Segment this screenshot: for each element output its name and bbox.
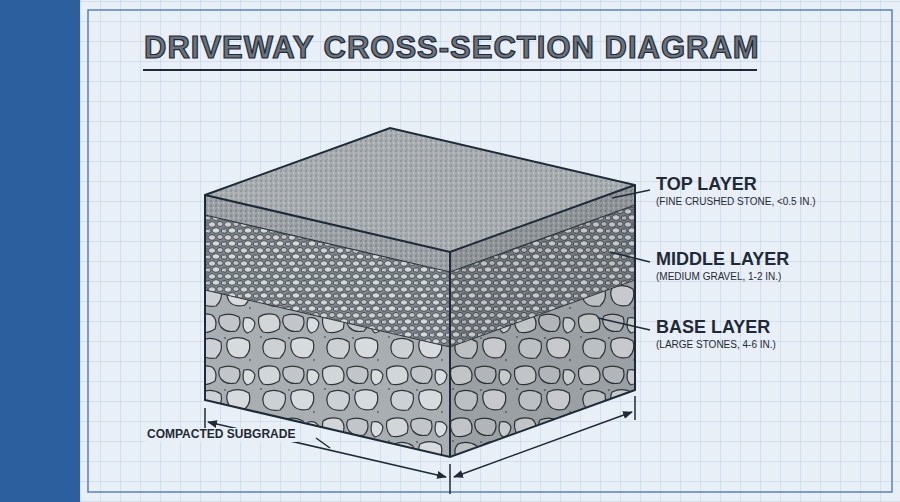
diagram-title: DRIVEWAY CROSS-SECTION DIAGRAM xyxy=(144,30,760,66)
dimension-tick xyxy=(634,396,636,420)
block-outline xyxy=(205,128,635,457)
layer-name: TOP LAYER xyxy=(656,174,757,195)
layer-boundary xyxy=(205,280,635,347)
subgrade-label: COMPACTED SUBGRADE xyxy=(145,428,297,442)
layer-boundary xyxy=(205,205,635,272)
dimension-tick xyxy=(449,464,451,494)
block-edge xyxy=(449,252,451,457)
side-stripe xyxy=(0,0,80,502)
right-face-shade xyxy=(450,185,635,457)
leader-line xyxy=(610,252,650,262)
layer-description: (FINE CRUSHED STONE, <0.5 IN.) xyxy=(656,196,816,208)
layer-name: BASE LAYER xyxy=(656,317,770,338)
frame xyxy=(88,10,892,492)
leader-line xyxy=(612,190,650,198)
layer-description: (MEDIUM GRAVEL, 1-2 IN.) xyxy=(656,271,781,283)
layer-name: MIDDLE LAYER xyxy=(656,249,789,270)
title-underline xyxy=(143,69,757,71)
layer-description: (LARGE STONES, 4-6 IN.) xyxy=(656,339,776,351)
leader-line xyxy=(598,318,650,330)
leader-line xyxy=(316,438,330,448)
dimension-line xyxy=(454,412,632,477)
block-edge xyxy=(205,185,635,252)
